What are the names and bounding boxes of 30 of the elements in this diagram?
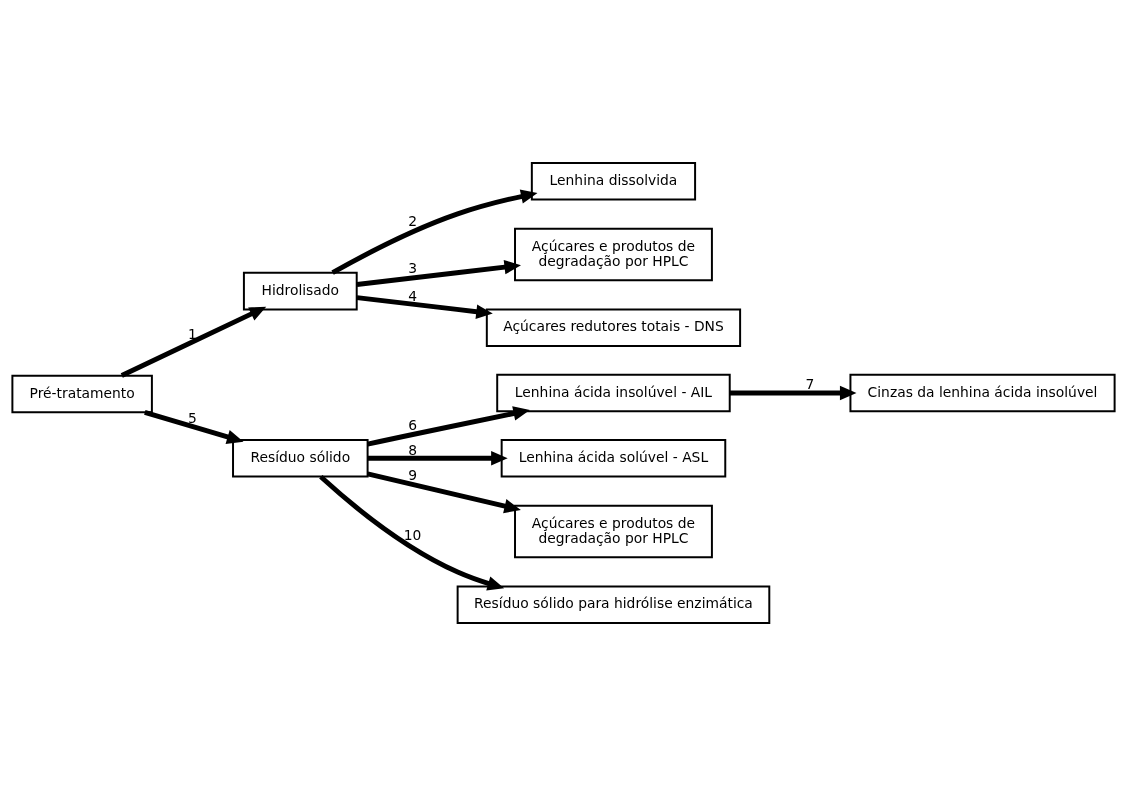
- edge-label: 4: [408, 287, 418, 304]
- edge-label: 5: [188, 409, 197, 426]
- arrow: [367, 450, 508, 466]
- node-box: Açúcares redutores totais - DNS: [485, 307, 742, 347]
- arrow: [356, 259, 521, 287]
- edge-label: 9: [408, 466, 418, 483]
- edge-label: 10: [403, 526, 422, 543]
- arrow: [729, 385, 857, 400]
- node-box: Lenhina ácida solúvel - ASL: [500, 438, 727, 478]
- node-box: Pré-tratamento: [11, 374, 153, 413]
- node-box: Cinzas da lenhina ácida insolúvel: [849, 373, 1116, 412]
- arrow: [356, 294, 493, 319]
- node-box: Resíduo sólido: [232, 438, 369, 478]
- arrow: [331, 188, 538, 275]
- node-box: Açúcares e produtos de degradação por HPLC: [514, 504, 713, 558]
- arrow: [144, 409, 244, 444]
- edge-label: 8: [408, 441, 418, 458]
- node-box: Açúcares e produtos de degradação por HPLC: [514, 227, 713, 281]
- edge-label: 3: [408, 259, 418, 276]
- arrow: [120, 306, 267, 378]
- edge-label: 7: [805, 375, 815, 392]
- node-box: Resíduo sólido para hidrólise enzimática: [456, 584, 771, 624]
- node-box: Hidrolisado: [242, 271, 358, 310]
- arrow: [319, 474, 505, 590]
- node-box: Lenhina ácida insolúvel - AIL: [496, 373, 731, 412]
- edge-label: 6: [408, 416, 418, 433]
- node-box: Lenhina dissolvida: [530, 161, 697, 201]
- arrow: [367, 471, 521, 513]
- arrow: [367, 405, 530, 446]
- edge-label: 2: [408, 212, 418, 229]
